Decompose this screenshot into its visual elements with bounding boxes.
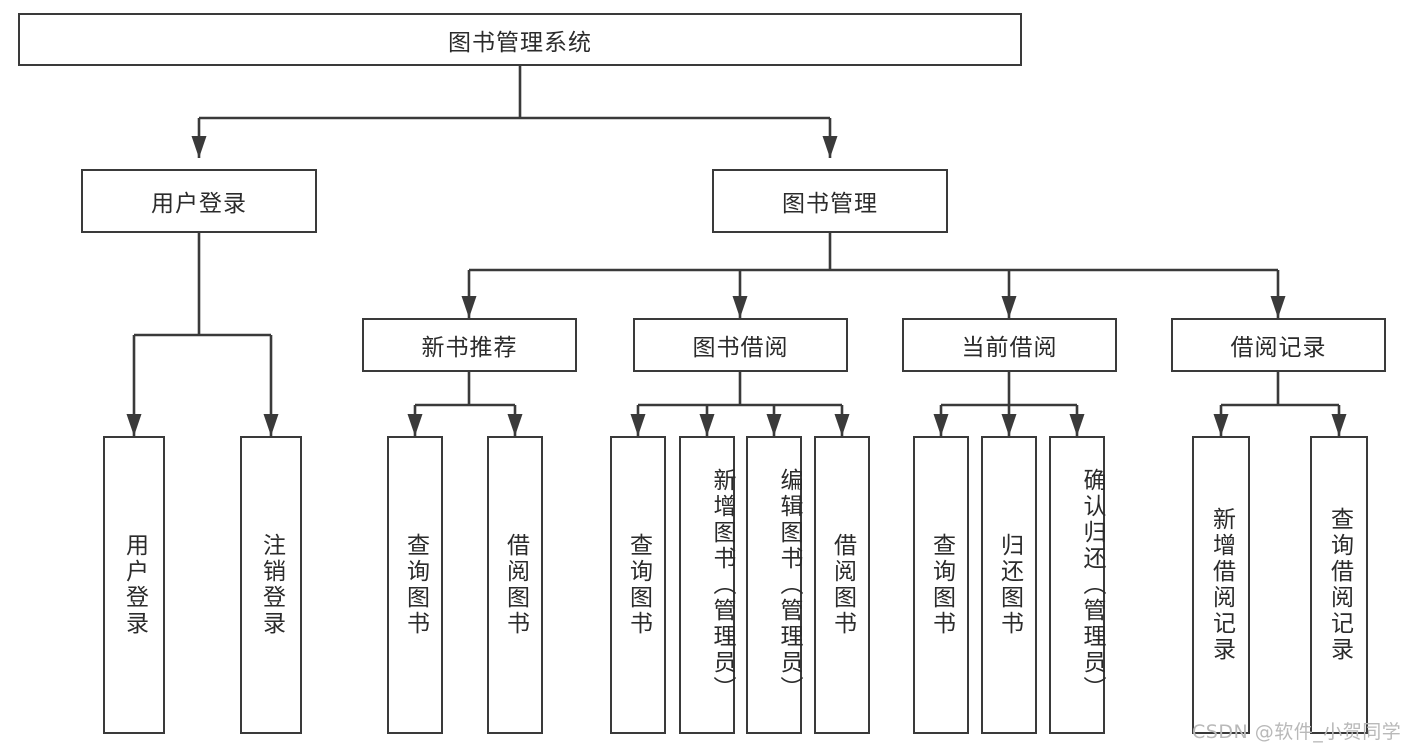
node-label-new-book-recommend: 新书推荐 xyxy=(421,335,518,361)
node-label-current-borrow: 当前借阅 xyxy=(961,335,1058,361)
node-label-book-borrow: 图书借阅 xyxy=(692,335,789,361)
node-query-book-2[interactable]: 查询图书 xyxy=(610,436,666,734)
node-label-query-book-1: 查询图书 xyxy=(402,533,429,637)
node-root[interactable]: 图书管理系统 xyxy=(18,13,1022,66)
node-label-query-borrow-record: 查询借阅记录 xyxy=(1326,507,1353,663)
node-label-query-book-3: 查询图书 xyxy=(928,533,955,637)
node-new-book-recommend[interactable]: 新书推荐 xyxy=(362,318,577,372)
node-label-edit-book: 编辑图书（管理员） xyxy=(776,468,802,702)
node-label-user-login-do: 用户登录 xyxy=(121,533,148,637)
node-book-borrow[interactable]: 图书借阅 xyxy=(633,318,848,372)
node-label-book-manage: 图书管理 xyxy=(782,191,878,217)
node-confirm-return[interactable]: 确认归还（管理员） xyxy=(1049,436,1105,734)
node-label-user-logout: 注销登录 xyxy=(258,533,285,637)
node-borrow-book-1[interactable]: 借阅图书 xyxy=(487,436,543,734)
node-book-manage[interactable]: 图书管理 xyxy=(712,169,948,233)
node-borrow-book-2[interactable]: 借阅图书 xyxy=(814,436,870,734)
node-borrow-records[interactable]: 借阅记录 xyxy=(1171,318,1386,372)
node-user-login-do[interactable]: 用户登录 xyxy=(103,436,165,734)
node-edit-book[interactable]: 编辑图书（管理员） xyxy=(746,436,802,734)
node-add-book[interactable]: 新增图书（管理员） xyxy=(679,436,735,734)
node-label-borrow-book-2: 借阅图书 xyxy=(829,533,856,637)
node-label-query-book-2: 查询图书 xyxy=(625,533,652,637)
node-user-login[interactable]: 用户登录 xyxy=(81,169,317,233)
node-current-borrow[interactable]: 当前借阅 xyxy=(902,318,1117,372)
csdn-watermark: CSDN @软件_小贺同学 xyxy=(1192,721,1402,743)
node-label-borrow-records: 借阅记录 xyxy=(1230,335,1327,361)
node-label-root: 图书管理系统 xyxy=(448,29,592,56)
node-label-confirm-return: 确认归还（管理员） xyxy=(1079,468,1105,702)
node-label-add-book: 新增图书（管理员） xyxy=(709,468,735,702)
node-query-book-3[interactable]: 查询图书 xyxy=(913,436,969,734)
node-user-logout[interactable]: 注销登录 xyxy=(240,436,302,734)
node-return-book[interactable]: 归还图书 xyxy=(981,436,1037,734)
node-query-book-1[interactable]: 查询图书 xyxy=(387,436,443,734)
node-label-return-book: 归还图书 xyxy=(996,533,1023,637)
node-label-user-login: 用户登录 xyxy=(151,191,247,217)
node-label-borrow-book-1: 借阅图书 xyxy=(502,533,529,637)
node-query-borrow-record[interactable]: 查询借阅记录 xyxy=(1310,436,1368,734)
node-label-add-borrow-record: 新增借阅记录 xyxy=(1208,507,1235,663)
node-add-borrow-record[interactable]: 新增借阅记录 xyxy=(1192,436,1250,734)
